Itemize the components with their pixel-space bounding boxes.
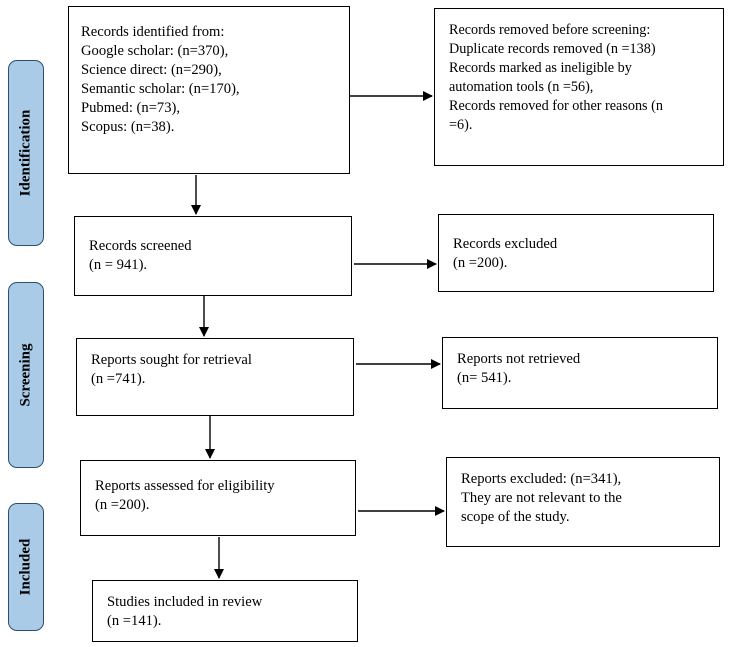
removed-line-1: Records removed before screening:	[449, 22, 651, 38]
not-retrieved-line-2: (n= 541).	[457, 370, 512, 386]
reports-excluded-box: Reports excluded: (n=341), They are not …	[446, 457, 720, 547]
identified-line-4: Semantic scholar: (n=170),	[81, 81, 240, 97]
reports-excluded-line-3: scope of the study.	[461, 509, 570, 525]
removed-line-6: =6).	[449, 117, 473, 133]
identified-line-1: Records identified from:	[81, 24, 225, 40]
reports-sought-box: Reports sought for retrieval (n =741).	[76, 338, 354, 416]
reports-assessed-box: Reports assessed for eligibility (n =200…	[80, 460, 356, 536]
studies-included-box: Studies included in review (n =141).	[92, 580, 358, 642]
reports-excluded-line-2: They are not relevant to the	[461, 490, 622, 506]
identified-line-3: Science direct: (n=290),	[81, 62, 222, 78]
records-removed-box: Records removed before screening: Duplic…	[434, 8, 724, 166]
identified-line-6: Scopus: (n=38).	[81, 119, 175, 135]
screened-line-2: (n = 941).	[89, 257, 148, 273]
records-excluded-box: Records excluded (n =200).	[438, 214, 714, 292]
stage-identification: Identification	[8, 60, 44, 246]
identified-line-5: Pubmed: (n=73),	[81, 100, 181, 116]
records-identified-box: Records identified from: Google scholar:…	[68, 6, 350, 174]
sought-line-1: Reports sought for retrieval	[91, 352, 252, 368]
removed-line-5: Records removed for other reasons (n	[449, 98, 663, 114]
stage-screening: Screening	[8, 282, 44, 468]
assessed-line-1: Reports assessed for eligibility	[95, 478, 275, 494]
excluded-line-1: Records excluded	[453, 236, 558, 252]
removed-line-3: Records marked as ineligible by	[449, 60, 632, 76]
reports-excluded-line-1: Reports excluded: (n=341),	[461, 471, 622, 487]
included-line-1: Studies included in review	[107, 594, 263, 610]
removed-line-4: automation tools (n =56),	[449, 79, 594, 95]
included-line-2: (n =141).	[107, 613, 162, 629]
stage-included: Included	[8, 503, 44, 631]
removed-line-2: Duplicate records removed (n =138)	[449, 41, 656, 57]
identified-line-2: Google scholar: (n=370),	[81, 43, 229, 59]
screened-line-1: Records screened	[89, 238, 192, 254]
assessed-line-2: (n =200).	[95, 497, 150, 513]
records-screened-box: Records screened (n = 941).	[74, 216, 352, 296]
excluded-line-2: (n =200).	[453, 255, 508, 271]
reports-not-retrieved-box: Reports not retrieved (n= 541).	[442, 337, 718, 409]
sought-line-2: (n =741).	[91, 371, 146, 387]
not-retrieved-line-1: Reports not retrieved	[457, 351, 581, 367]
